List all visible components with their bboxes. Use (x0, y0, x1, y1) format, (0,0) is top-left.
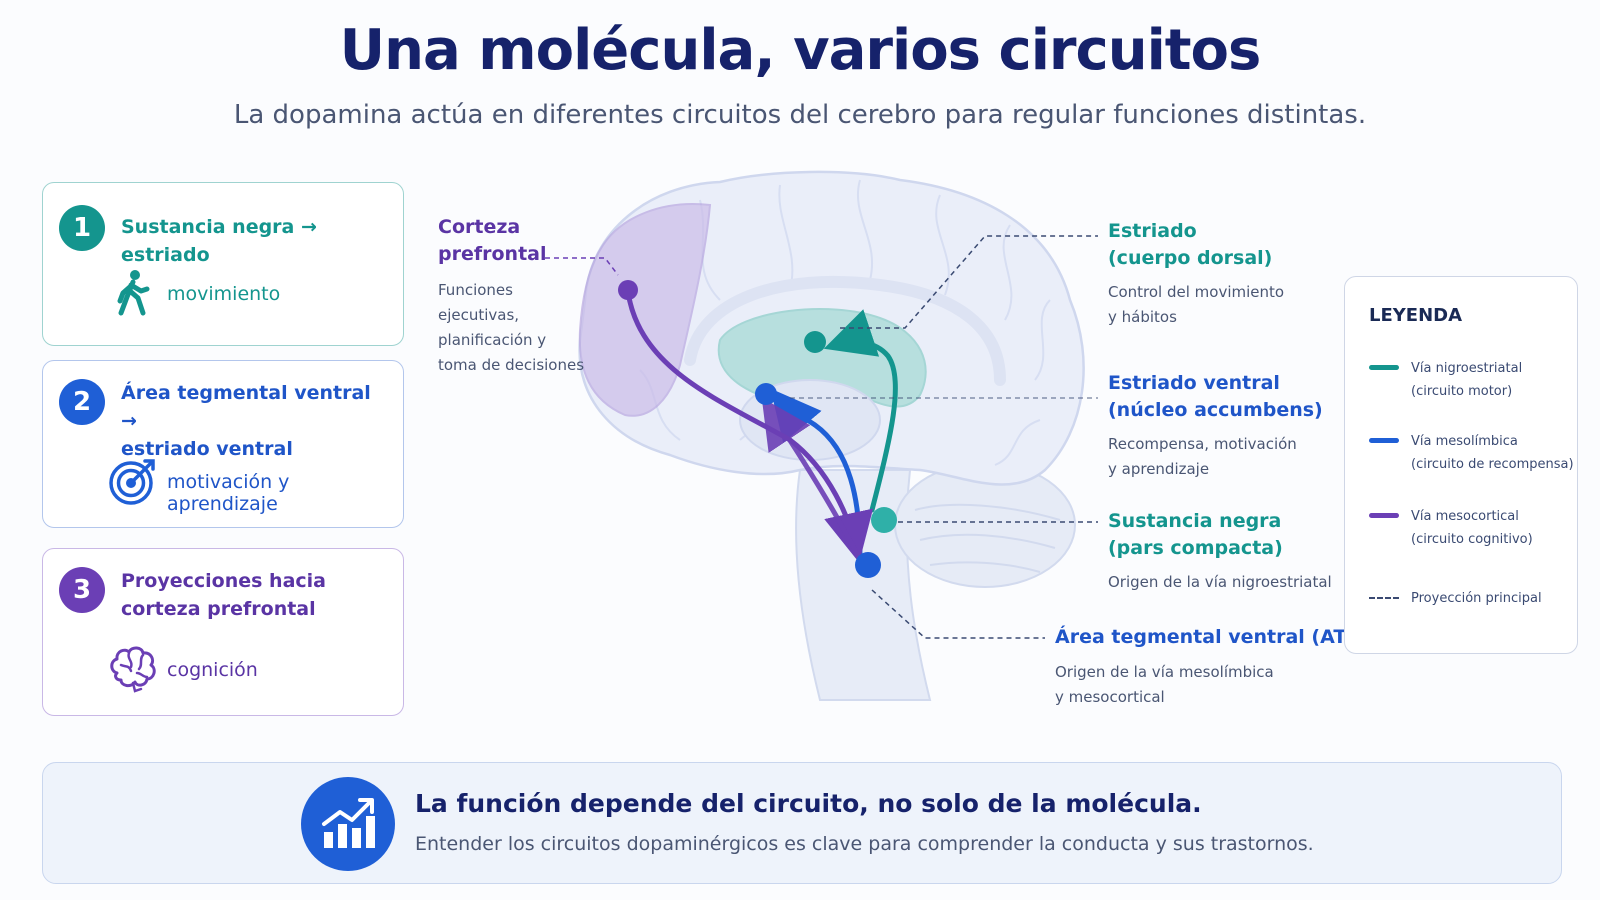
card-number-badge: 3 (59, 567, 105, 613)
desc-line: ejecutivas, (438, 306, 520, 324)
legend-swatch-purple (1369, 513, 1399, 518)
substantia-nigra-label: Sustancia negra (pars compacta) (1108, 508, 1283, 562)
region-name-line: (núcleo accumbens) (1108, 399, 1323, 421)
region-name-line: (cuerpo dorsal) (1108, 247, 1273, 269)
card-number-badge: 2 (59, 379, 105, 425)
prefrontal-label: Corteza prefrontal (438, 214, 547, 268)
region-name-line: Estriado (1108, 220, 1197, 242)
vta-node (855, 552, 881, 578)
legend-text-line: (circuito motor) (1411, 384, 1513, 399)
legend-swatch-blue (1369, 438, 1399, 443)
desc-line: Origen de la vía nigroestriatal (1108, 573, 1332, 591)
banner-subtext: Entender los circuitos dopaminérgicos es… (415, 833, 1314, 855)
card-function-label: cognición (167, 659, 258, 681)
card-title: Área tegmental ventral → estriado ventra… (121, 379, 391, 463)
legend-text-line: (circuito de recompensa) (1411, 457, 1574, 472)
conclusion-banner: La función depende del circuito, no solo… (42, 762, 1562, 884)
card-title-line: Proyecciones hacia (121, 570, 326, 592)
desc-line: y aprendizaje (1108, 460, 1210, 478)
desc-line: y mesocortical (1055, 688, 1165, 706)
card-title-line: corteza prefrontal (121, 598, 316, 620)
region-name-line: Área tegmental ventral (ATV) (1055, 626, 1370, 648)
card-title-line: Sustancia negra → estriado (121, 216, 317, 266)
brain-icon (107, 643, 159, 695)
desc-line: Funciones (438, 281, 513, 299)
prefrontal-description: Funciones ejecutivas, planificación y to… (438, 278, 584, 378)
card-title-line: estriado ventral (121, 438, 293, 460)
card-function-label: movimiento (167, 283, 281, 305)
vta-label: Área tegmental ventral (ATV) (1055, 624, 1370, 651)
region-name-line: prefrontal (438, 243, 547, 265)
prefrontal-cortex-region (578, 203, 712, 417)
desc-line: Control del movimiento (1108, 283, 1285, 301)
legend-item-text: Vía nigroestriatal (circuito motor) (1411, 357, 1522, 403)
desc-line: y hábitos (1108, 308, 1177, 326)
ventral-striatum-description: Recompensa, motivación y aprendizaje (1108, 432, 1297, 482)
substantia-nigra-node (871, 507, 897, 533)
dorsal-striatum-node (804, 331, 826, 353)
desc-line: toma de decisiones (438, 356, 585, 374)
card-function-label: motivación y aprendizaje (167, 471, 290, 515)
target-icon (107, 455, 159, 507)
card-title: Proyecciones hacia corteza prefrontal (121, 567, 391, 623)
legend-text-line: Vía nigroestriatal (1411, 361, 1523, 376)
circuit-card-3: 3 Proyecciones hacia corteza prefrontal … (42, 548, 404, 716)
dorsal-striatum-label: Estriado (cuerpo dorsal) (1108, 218, 1272, 272)
legend-text-line: Proyección principal (1411, 591, 1542, 606)
legend-text-line: Vía mesolímbica (1411, 434, 1518, 449)
card-number-badge: 1 (59, 205, 105, 251)
legend-text-line: Vía mesocortical (1411, 509, 1519, 524)
ventral-striatum-node (755, 383, 777, 405)
dorsal-connector (840, 235, 1098, 329)
circuit-card-1: 1 Sustancia negra → estriado movimiento (42, 182, 404, 346)
legend-item-text: Vía mesolímbica (circuito de recompensa) (1411, 430, 1574, 476)
region-name-line: Sustancia negra (1108, 510, 1282, 532)
legend-panel: LEYENDA Vía nigroestriatal (circuito mot… (1344, 276, 1578, 654)
mesocortical-return-pathway (761, 397, 863, 563)
page-subtitle: La dopamina actúa en diferentes circuito… (233, 100, 1367, 130)
legend-text-line: (circuito cognitivo) (1411, 532, 1533, 547)
vta-description: Origen de la vía mesolímbica y mesocorti… (1055, 660, 1274, 710)
prefrontal-node (618, 280, 638, 300)
card-title-line: Área tegmental ventral → (121, 382, 371, 432)
desc-line: Recompensa, motivación (1108, 435, 1297, 453)
circuit-card-2: 2 Área tegmental ventral → estriado vent… (42, 360, 404, 528)
corpus-callosum-shape (684, 275, 1006, 386)
nigrostriatal-pathway (823, 309, 898, 513)
ventral-striatum-label: Estriado ventral (núcleo accumbens) (1108, 370, 1323, 424)
chart-up-icon (301, 777, 395, 871)
region-name-line: (pars compacta) (1108, 537, 1283, 559)
desc-line: Origen de la vía mesolímbica (1055, 663, 1274, 681)
region-name-line: Estriado ventral (1108, 372, 1280, 394)
dorsal-striatum-description: Control del movimiento y hábitos (1108, 280, 1284, 330)
prefrontal-connector (545, 257, 619, 276)
legend-item-text: Vía mesocortical (circuito cognitivo) (1411, 505, 1533, 551)
legend-swatch-dashed (1369, 597, 1399, 599)
legend-swatch-teal (1369, 365, 1399, 370)
substantia-nigra-description: Origen de la vía nigroestriatal (1108, 570, 1332, 595)
region-name-line: Corteza (438, 216, 521, 238)
banner-headline: La función depende del circuito, no solo… (415, 789, 1202, 818)
card-title: Sustancia negra → estriado (121, 213, 391, 269)
walking-person-icon (107, 267, 159, 319)
legend-item-text: Proyección principal (1411, 587, 1542, 610)
legend-title: LEYENDA (1369, 305, 1463, 326)
page-title: Una molécula, varios circuitos (339, 18, 1262, 83)
desc-line: planificación y (438, 331, 547, 349)
